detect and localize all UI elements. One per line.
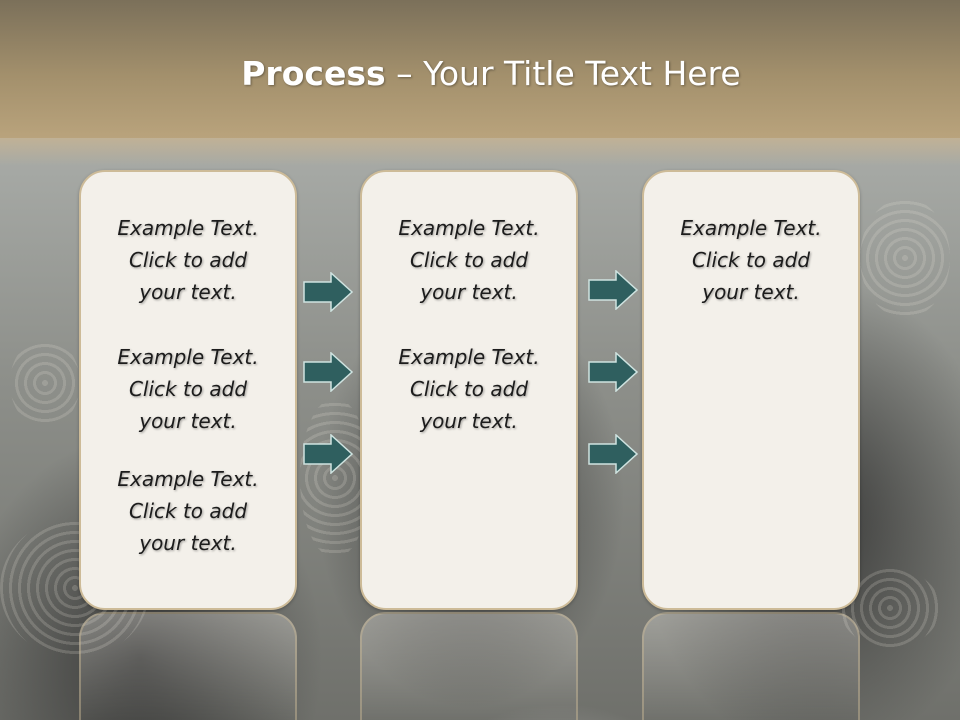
box-3-reflection [642,612,860,720]
box-3-paragraph-1: Example Text. Click to add your text. [644,212,858,308]
text-line: Example Text. [398,345,540,369]
background-pattern [860,198,950,318]
arrow-right-icon[interactable] [588,434,638,474]
text-line: Example Text. [117,216,259,240]
text-line: Click to add [409,377,529,401]
text-line: Click to add [128,499,248,523]
box-2-paragraph-2: Example Text. Click to add your text. [362,341,576,437]
slide-title[interactable]: Process – Your Title Text Here [0,52,960,96]
title-band [0,0,960,138]
text-line: Example Text. [680,216,822,240]
box-1-paragraph-1: Example Text. Click to add your text. [81,212,295,308]
process-box-1[interactable]: Example Text. Click to add your text. Ex… [79,170,297,610]
text-line: Example Text. [398,216,540,240]
text-line: Example Text. [117,467,259,491]
box-1-paragraph-3: Example Text. Click to add your text. [81,463,295,559]
arrow-right-icon[interactable] [588,270,638,310]
text-line: your text. [139,409,237,433]
title-rest-text: – Your Title Text Here [385,54,741,93]
text-line: your text. [139,280,237,304]
box-1-paragraph-2: Example Text. Click to add your text. [81,341,295,437]
text-line: Example Text. [117,345,259,369]
process-box-3[interactable]: Example Text. Click to add your text. [642,170,860,610]
box-2-paragraph-1: Example Text. Click to add your text. [362,212,576,308]
text-line: your text. [702,280,800,304]
text-line: Click to add [691,248,811,272]
text-line: your text. [139,531,237,555]
arrow-right-icon[interactable] [303,272,353,312]
background-pattern [10,338,80,428]
text-line: your text. [420,280,518,304]
text-line: Click to add [128,248,248,272]
arrow-right-icon[interactable] [303,352,353,392]
title-strip [0,138,960,166]
background-pattern [300,398,370,558]
box-1-reflection [79,612,297,720]
process-box-2[interactable]: Example Text. Click to add your text. Ex… [360,170,578,610]
arrow-right-icon[interactable] [303,434,353,474]
box-2-reflection [360,612,578,720]
arrow-right-icon[interactable] [588,352,638,392]
text-line: Click to add [409,248,529,272]
title-bold-text: Process [241,54,386,93]
text-line: Click to add [128,377,248,401]
text-line: your text. [420,409,518,433]
